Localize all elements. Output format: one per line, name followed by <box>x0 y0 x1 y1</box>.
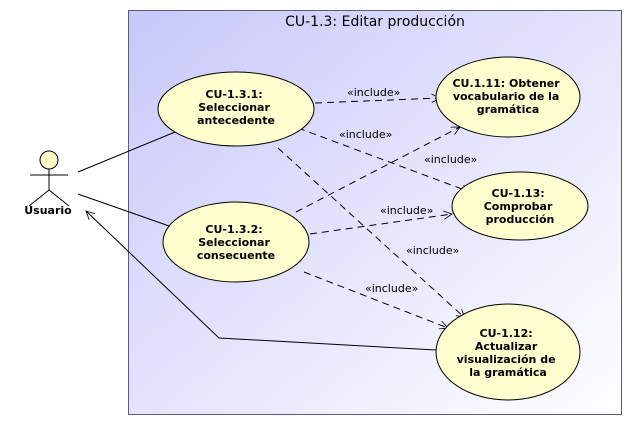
include-uc132-uc112 <box>303 271 448 328</box>
association-usuario-uc131 <box>77 129 181 173</box>
use-case-cu-1-12[interactable]: CU-1.12: Actualizar visualización de la … <box>435 303 581 401</box>
include-label-6: «include» <box>365 282 418 295</box>
include-uc131-uc112 <box>277 147 465 318</box>
include-uc132-uc111 <box>295 126 460 213</box>
association-uc112-usuario <box>86 211 437 351</box>
associations <box>77 129 437 351</box>
use-case-ellipse <box>435 56 581 138</box>
include-uc131-uc113 <box>297 127 470 192</box>
use-case-cu-1-11[interactable]: CU.1.11: Obtener vocabulario de la gramá… <box>435 56 581 138</box>
actor-usuario[interactable]: Usuario <box>24 150 72 217</box>
use-case-cu-1-3-1[interactable]: CU-1.3.1: Seleccionar antecedente <box>157 71 315 147</box>
use-case-ellipse <box>451 171 589 241</box>
include-label-4: «include» <box>380 204 433 217</box>
include-label-5: «include» <box>406 244 459 257</box>
actor-label: Usuario <box>24 204 72 217</box>
use-case-label: CU-1.12: Actualizar visualización de la … <box>457 327 560 379</box>
use-case-label: CU-1.3.1: Seleccionar antecedente <box>197 88 275 127</box>
use-case-ellipse <box>162 201 310 283</box>
include-label-1: «include» <box>347 86 400 99</box>
association-usuario-uc132 <box>77 193 173 228</box>
system-title: CU-1.3: Editar producción <box>285 14 465 30</box>
use-case-cu-1-13[interactable]: CU-1.13: Comprobar producción <box>451 171 589 241</box>
use-case-ellipse <box>435 303 581 401</box>
include-dependencies <box>277 98 470 328</box>
include-label-2: «include» <box>339 128 392 141</box>
use-case-label: CU-1.3.2: Seleccionar consecuente <box>197 223 275 262</box>
include-uc131-uc111 <box>314 98 440 104</box>
stick-figure-icon <box>28 150 70 207</box>
include-label-3: «include» <box>424 153 477 166</box>
use-case-ellipse <box>157 71 315 147</box>
use-case-label: CU-1.13: Comprobar producción <box>484 187 557 226</box>
include-labels: «include» «include» «include» «include» … <box>339 86 477 295</box>
use-case-cu-1-3-2[interactable]: CU-1.3.2: Seleccionar consecuente <box>162 201 310 283</box>
use-case-label: CU.1.11: Obtener vocabulario de la gramá… <box>452 77 563 116</box>
